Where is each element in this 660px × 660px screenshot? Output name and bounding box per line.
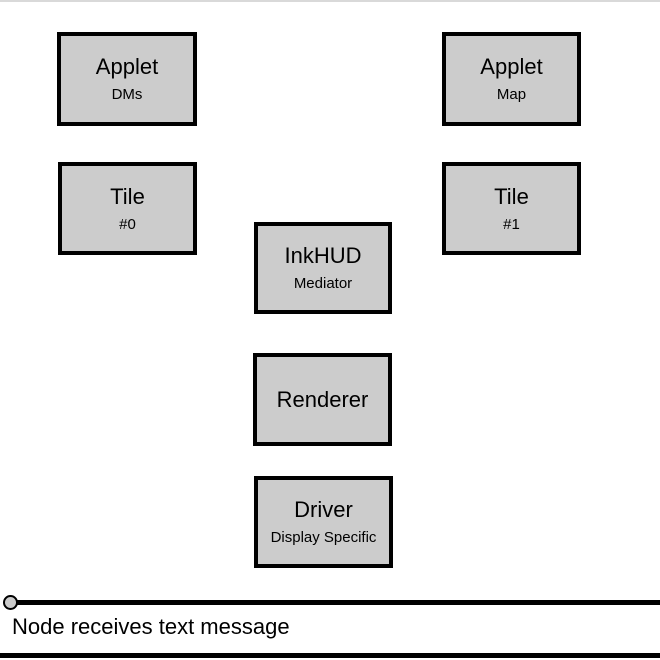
block-applet-dms[interactable]: Applet DMs (57, 32, 197, 126)
block-subtitle: #0 (119, 215, 136, 233)
block-tile-1[interactable]: Tile #1 (442, 162, 581, 255)
block-title: InkHUD (284, 243, 362, 268)
timeline-caption: Node receives text message (12, 614, 290, 639)
timeline-start-marker-icon[interactable] (3, 595, 18, 610)
block-subtitle: Map (496, 86, 527, 103)
block-title: Renderer (276, 386, 369, 412)
top-divider (0, 0, 660, 2)
block-tile-0[interactable]: Tile #0 (58, 162, 197, 255)
bottom-divider (0, 653, 660, 658)
block-title: Applet (95, 54, 159, 79)
block-driver[interactable]: Driver Display Specific (254, 476, 393, 568)
block-title: Tile (110, 183, 145, 209)
block-inkhud-mediator[interactable]: InkHUD Mediator (254, 222, 392, 314)
block-subtitle: #1 (503, 215, 520, 233)
block-title: Tile (494, 183, 529, 209)
timeline-track (10, 600, 660, 605)
block-applet-map[interactable]: Applet Map (442, 32, 581, 126)
block-renderer[interactable]: Renderer (253, 353, 392, 446)
block-title: Driver (294, 497, 353, 522)
block-title: Applet (480, 54, 543, 79)
block-subtitle: Display Specific (270, 529, 377, 546)
block-subtitle: DMs (111, 86, 143, 103)
block-subtitle: Mediator (293, 275, 353, 292)
